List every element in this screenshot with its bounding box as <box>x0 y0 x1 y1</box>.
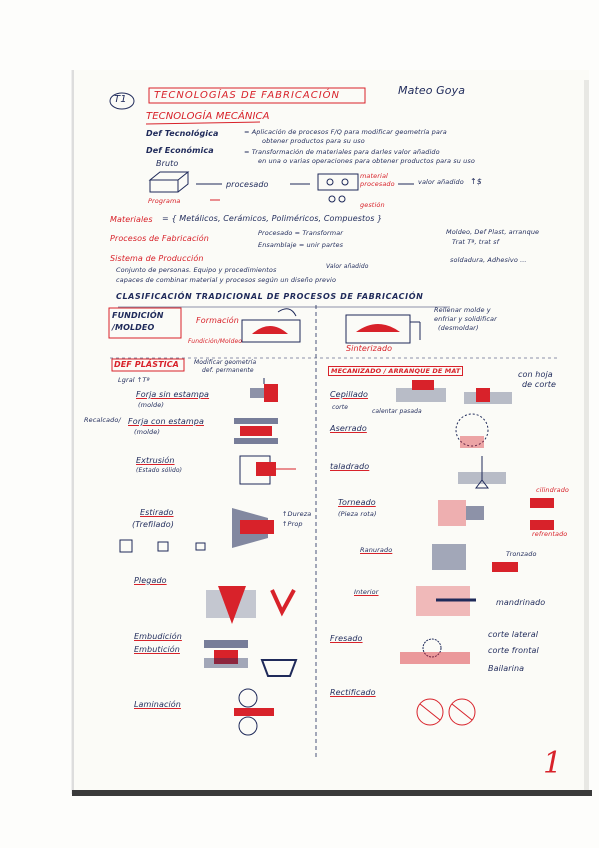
rectificado-label: Rectificado <box>330 688 376 697</box>
caliente-note: calentar pasada <box>372 408 422 415</box>
procesado-examples-2: Trat Tª, trat sf <box>452 238 499 246</box>
bailarina-label: Bailarina <box>488 664 525 673</box>
interior-label: Interior <box>354 588 379 596</box>
torneado-label: Torneado <box>338 498 376 507</box>
corte-lateral-label: corte lateral <box>488 630 539 639</box>
valor-anadido-label: valor añadido <box>418 178 464 186</box>
materiales-label: Materiales <box>110 215 153 224</box>
notebook-page <box>72 70 589 794</box>
corte-frontal-label: corte frontal <box>488 646 539 655</box>
materiales-text: = { Metálicos, Cerámicos, Poliméricos, C… <box>162 214 383 223</box>
recalcado-label: Recalcado/ <box>84 416 121 424</box>
rellenar-line-3: (desmoldar) <box>438 324 479 332</box>
ensamblaje-line: Ensamblaje = unir partes <box>258 241 344 249</box>
refrentado-label: refrentado <box>532 530 568 538</box>
torneado-sub: (Pieza rota) <box>338 510 377 518</box>
section-title-tecnologia-mecanica: TECNOLOGÍA MECÁNICA <box>146 111 270 122</box>
forja-con-estampa-label: Forja con estampa <box>128 417 204 426</box>
procesos-label: Procesos de Fabricación <box>110 234 209 243</box>
lgral-note: Lgral ↑Tª <box>118 376 150 384</box>
rellenar-line-1: Rellenar molde y <box>434 306 491 314</box>
taladrado-label: taladrado <box>330 462 370 471</box>
sistema-text-1: Conjunto de personas. Equipo y procedimi… <box>116 266 277 274</box>
ensamblaje-examples: soldadura, Adhesivo ... <box>450 256 527 264</box>
forja-sin-sub: (molde) <box>138 401 165 409</box>
def-economica-text-1: = Transformación de materiales para darl… <box>244 148 440 156</box>
aserrado-label: Aserrado <box>330 424 367 433</box>
mecanizado-title: MECANIZADO / ARRANQUE DE MAT <box>328 366 464 376</box>
forja-sin-estampa-label: Forja sin estampa <box>136 390 210 399</box>
trefilado-label: (Trefilado) <box>132 520 174 529</box>
prop-note: ↑Prop <box>282 520 303 528</box>
hoja-note-1: con hoja <box>518 370 553 379</box>
page-number: 1 <box>543 746 563 781</box>
valor-anadido-note: Valor añadido <box>326 263 369 270</box>
dureza-note: ↑Dureza <box>282 510 312 518</box>
author-name: Mateo Goya <box>398 84 466 97</box>
page-bottom-shadow <box>72 790 592 796</box>
procesado-line: Procesado = Transformar <box>258 229 344 237</box>
mandrinado-label: mandrinado <box>496 598 546 607</box>
def-plastica-desc-1: Modificar geometría <box>194 359 257 366</box>
fundicion-caption: Fundición/Moldeo <box>188 338 243 345</box>
sinterizado-label: Sinterizado <box>346 344 393 353</box>
def-plastica-title: DEF PLÁSTICA <box>114 360 179 369</box>
hoja-note-2: de corte <box>522 380 556 389</box>
corte-note: corte <box>332 404 348 411</box>
plegado-label: Plegado <box>134 576 167 585</box>
def-economica-label: Def Económica <box>146 146 214 155</box>
dollar-mark: ↑$ <box>470 177 482 186</box>
sistema-produccion-label: Sistema de Producción <box>110 254 204 263</box>
def-tecnologica-label: Def Tecnológica <box>146 129 219 138</box>
clasificacion-title: CLASIFICACIÓN TRADICIONAL DE PROCESOS DE… <box>116 292 424 301</box>
def-economica-text-2: en una o varias operaciones para obtener… <box>258 157 475 165</box>
estirado-label: Estirado <box>140 508 174 517</box>
def-tecnologica-text-2: obtener productos para su uso <box>262 137 365 145</box>
cilindrado-label: cilindrado <box>536 486 569 494</box>
formacion-label: Formación <box>196 316 239 325</box>
laminacion-label: Laminación <box>134 700 181 709</box>
bruto-label: Bruto <box>156 159 179 168</box>
cepillado-label: Cepillado <box>330 390 369 399</box>
material-procesado-label: material procesado <box>360 172 395 188</box>
fundicion-label: FUNDICIÓN <box>112 311 164 320</box>
sistema-text-2: capaces de combinar material y procesos … <box>116 276 337 284</box>
topic-tag: T1 <box>114 94 127 105</box>
page-title: TECNOLOGÍAS DE FABRICACIÓN <box>154 90 341 101</box>
forja-con-sub: (molde) <box>134 428 161 436</box>
procesado-examples: Moldeo, Def Plast, arranque <box>446 228 540 236</box>
moldeo-label: /MOLDEO <box>112 323 155 332</box>
gestion-label: gestión <box>360 201 385 209</box>
extrusion-label: Extrusión <box>136 456 175 465</box>
def-tecnologica-text-1: = Aplicación de procesos F/Q para modifi… <box>244 128 447 136</box>
procesado-label: procesado <box>226 180 269 189</box>
def-plastica-desc-2: def. permanente <box>202 367 254 374</box>
fresado-label: Fresado <box>330 634 363 643</box>
page-edge <box>584 80 589 795</box>
rellenar-line-2: enfriar y solidificar <box>434 315 497 323</box>
ranurado-label: Ranurado <box>360 546 393 554</box>
programa-label: Programa <box>148 197 181 205</box>
embuticion-label: Embutición <box>134 645 180 654</box>
tronzado-label: Tronzado <box>506 550 537 558</box>
embudicion-label: Embudición <box>134 632 182 641</box>
extrusion-sub: (Estado sólido) <box>136 467 183 474</box>
